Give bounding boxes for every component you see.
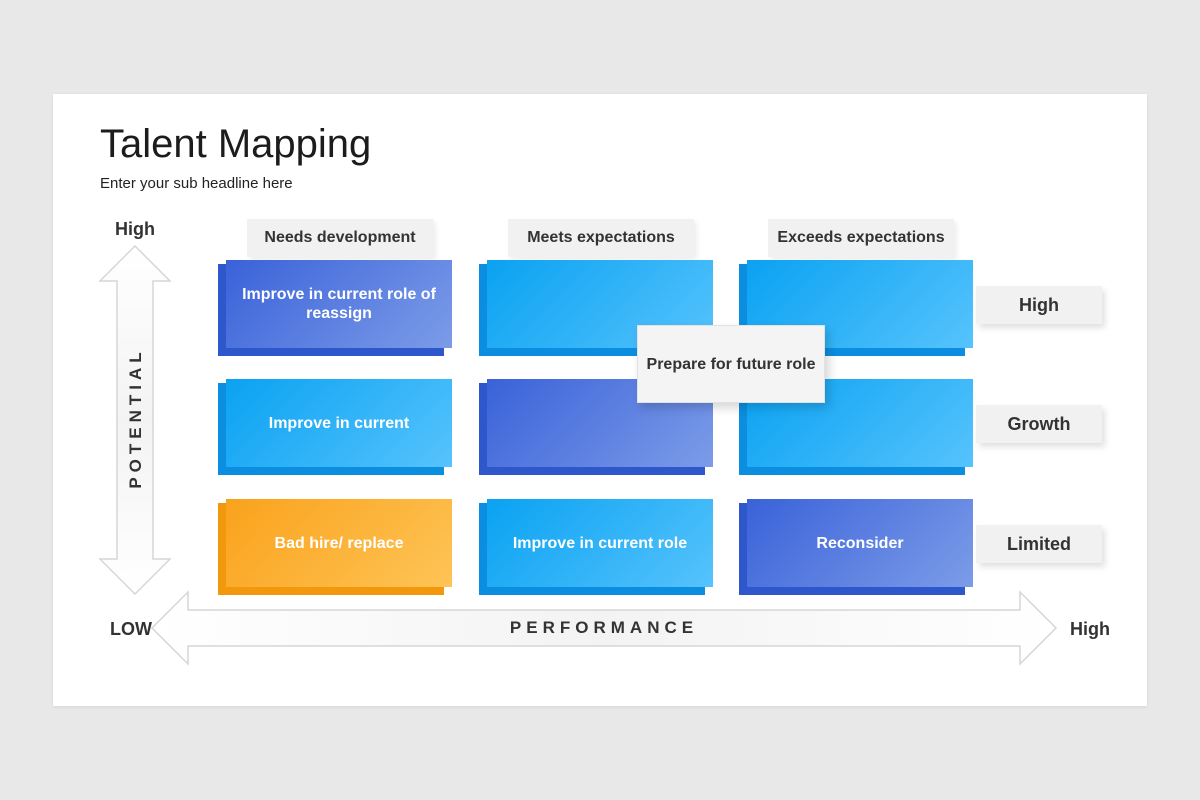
cell-text: Bad hire/ replace bbox=[226, 499, 452, 587]
potential-axis-title: POTENTIAL bbox=[126, 347, 145, 489]
performance-low-label: LOW bbox=[110, 619, 152, 639]
grid-cell-high-needs-development: Improve in current role of reassign bbox=[218, 260, 452, 356]
prepare-future-role-callout: Prepare for future role bbox=[637, 325, 825, 403]
cell-text: Reconsider bbox=[747, 499, 973, 587]
row-label-high: High bbox=[976, 286, 1102, 324]
column-header-exceeds-expectations: Exceeds expectations bbox=[768, 219, 954, 257]
row-label-limited: Limited bbox=[976, 525, 1102, 563]
cell-text: Improve in current role bbox=[487, 499, 713, 587]
column-header-needs-development: Needs development bbox=[247, 219, 433, 257]
page-title: Talent Mapping bbox=[100, 122, 372, 166]
performance-axis-title: PERFORMANCE bbox=[509, 618, 699, 637]
potential-high-label: High bbox=[115, 219, 155, 239]
grid-cell-limited-meets-expectations: Improve in current role bbox=[479, 499, 713, 595]
cell-text: Improve in current role of reassign bbox=[226, 260, 452, 348]
page-subtitle: Enter your sub headline here bbox=[100, 175, 293, 192]
grid-cell-limited-needs-development: Bad hire/ replace bbox=[218, 499, 452, 595]
performance-axis-arrow bbox=[150, 590, 1058, 666]
performance-high-label: High bbox=[1070, 619, 1110, 639]
grid-cell-growth-meets-expectations bbox=[479, 379, 713, 475]
cell-text: Improve in current bbox=[226, 379, 452, 467]
column-header-meets-expectations: Meets expectations bbox=[508, 219, 694, 257]
row-label-growth: Growth bbox=[976, 405, 1102, 443]
grid-cell-growth-needs-development: Improve in current bbox=[218, 379, 452, 475]
potential-axis-arrow bbox=[98, 244, 172, 596]
grid-cell-limited-exceeds-expectations: Reconsider bbox=[739, 499, 973, 595]
